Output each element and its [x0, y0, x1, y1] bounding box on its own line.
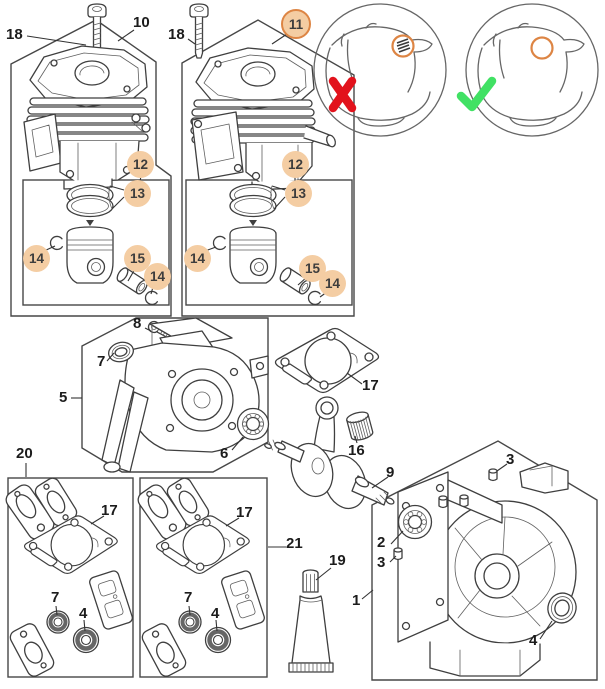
callout-18-right[interactable]: 18 [168, 26, 185, 43]
callout-14-left-b[interactable]: 14 [144, 263, 171, 290]
orange-circle-marker [391, 34, 415, 58]
engine-pan-drawing [101, 317, 269, 473]
callout-1[interactable]: 1 [352, 592, 361, 609]
correct-icon [456, 76, 497, 112]
detail-view-correct [456, 3, 599, 137]
wrong-icon [328, 76, 357, 113]
callout-7-set-right[interactable]: 7 [184, 589, 193, 606]
callout-9[interactable]: 9 [386, 464, 395, 481]
callout-7-set-left[interactable]: 7 [51, 589, 60, 606]
callout-14-right-a[interactable]: 14 [184, 245, 211, 272]
callout-13-left[interactable]: 13 [124, 180, 151, 207]
crankshaft-drawing [264, 396, 395, 510]
oil-seal-7-drawing [108, 341, 134, 363]
callout-12-right[interactable]: 12 [282, 151, 309, 178]
callout-2[interactable]: 2 [377, 534, 386, 551]
cylinder-11-drawing [190, 47, 336, 191]
callout-19[interactable]: 19 [329, 552, 346, 569]
gasket-set-left-box [7, 477, 134, 678]
callout-20[interactable]: 20 [16, 445, 33, 462]
callout-7-pan[interactable]: 7 [97, 353, 106, 370]
callout-5[interactable]: 5 [59, 389, 68, 406]
callout-14-left-a[interactable]: 14 [23, 245, 50, 272]
cylinder-10-drawing [23, 45, 151, 190]
gasket-set-right-box [139, 477, 268, 678]
dowel-pin-3b [393, 547, 403, 561]
callout-18-left[interactable]: 18 [6, 26, 23, 43]
detail-view-wrong [313, 3, 447, 137]
callout-4-set-left[interactable]: 4 [79, 605, 88, 622]
callout-10[interactable]: 10 [133, 14, 150, 31]
callout-17-set-left[interactable]: 17 [101, 502, 118, 519]
needle-cage-16-drawing [346, 411, 374, 441]
callout-16[interactable]: 16 [348, 442, 365, 459]
callout-21[interactable]: 21 [286, 535, 303, 552]
dowel-pin-3a [488, 468, 498, 482]
callout-13-right[interactable]: 13 [285, 180, 312, 207]
dowel-pin [459, 494, 469, 508]
callout-4-crankcase[interactable]: 4 [529, 632, 538, 649]
callout-17-middle[interactable]: 17 [362, 377, 379, 394]
engine-pan-box [81, 317, 269, 473]
dowel-pin [438, 495, 448, 509]
callout-12-left[interactable]: 12 [127, 151, 154, 178]
callout-3-top[interactable]: 3 [506, 451, 515, 468]
callout-8[interactable]: 8 [133, 315, 142, 332]
bearing-2-drawing [397, 504, 433, 540]
sealant-tube-19-drawing [288, 569, 334, 673]
callout-11-highlighted[interactable]: 11 [281, 9, 311, 39]
crankcase-drawing [397, 462, 577, 677]
bearing-6-drawing [236, 407, 270, 441]
callout-14-right-b[interactable]: 14 [319, 270, 346, 297]
callout-17-set-right[interactable]: 17 [236, 504, 253, 521]
vent-hatch [396, 38, 411, 53]
orange-circle-marker [530, 36, 554, 60]
callout-4-set-right[interactable]: 4 [211, 605, 220, 622]
callout-6[interactable]: 6 [220, 445, 229, 462]
callout-3-bottom[interactable]: 3 [377, 554, 386, 571]
